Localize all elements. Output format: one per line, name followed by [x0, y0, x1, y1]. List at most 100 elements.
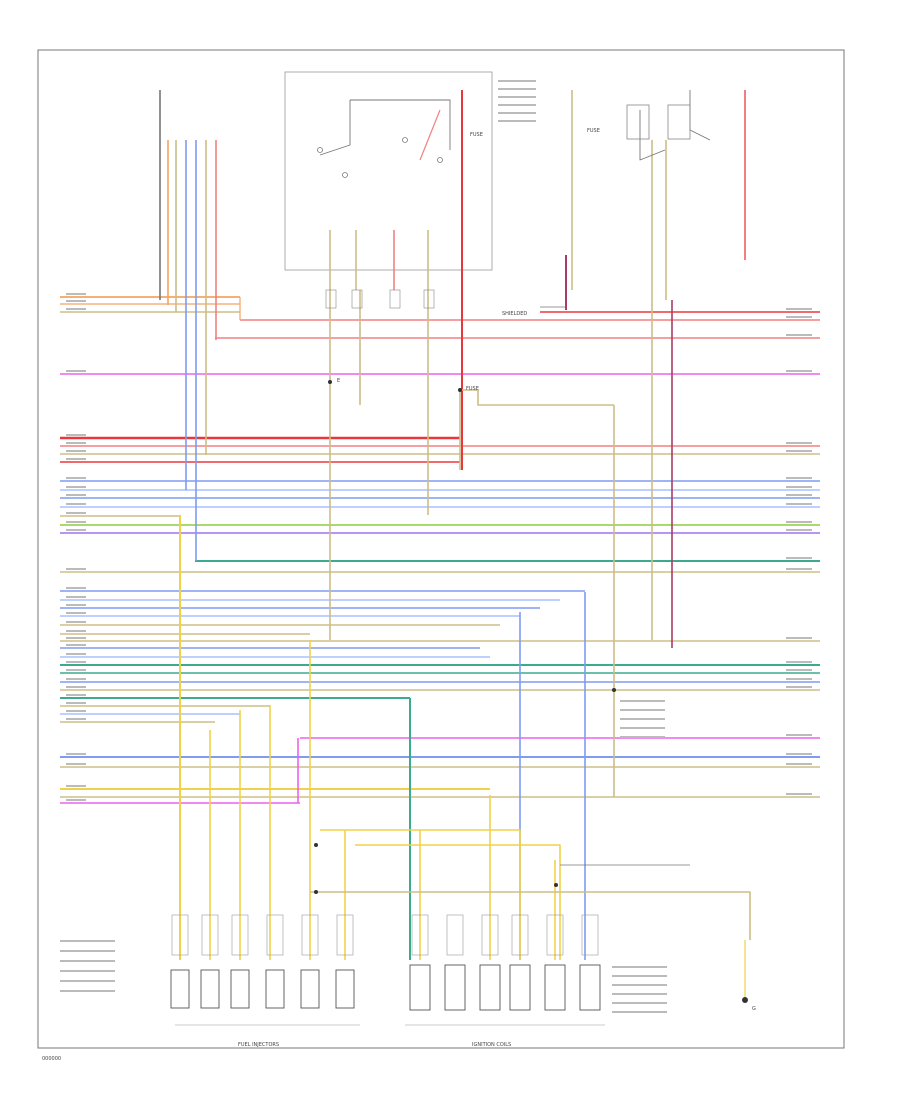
label-mark	[620, 718, 665, 720]
wire	[355, 844, 561, 960]
label-mark	[66, 694, 86, 696]
injector-connector	[301, 914, 319, 956]
label-mark	[612, 993, 667, 995]
label-mark	[786, 442, 812, 444]
label-mark	[66, 486, 86, 488]
label-mark	[786, 669, 812, 671]
connector-block	[325, 289, 337, 309]
label-mark	[786, 334, 812, 336]
label-mark	[620, 700, 665, 702]
label-mark	[66, 604, 86, 606]
label-mark	[66, 621, 86, 623]
fuse-label-a: FUSE	[470, 132, 483, 138]
label-mark	[66, 458, 86, 460]
label-mark	[620, 736, 665, 738]
label-mark	[498, 96, 536, 98]
splice-dot	[554, 883, 558, 887]
label-mark	[66, 669, 86, 671]
label-mark	[66, 370, 86, 372]
label-mark	[66, 653, 86, 655]
label-mark	[66, 300, 86, 302]
splice-dot	[612, 688, 616, 692]
splice-dot	[458, 388, 462, 392]
injector-connector	[171, 914, 189, 956]
label-mark	[786, 521, 812, 523]
power-distribution-box	[284, 71, 493, 271]
label-mark	[66, 799, 86, 801]
splice-dot	[314, 890, 318, 894]
wire	[319, 100, 351, 156]
label-mark	[66, 512, 86, 514]
connector-block	[351, 289, 363, 309]
label-mark	[66, 637, 86, 639]
label-mark	[66, 293, 86, 295]
label-mark	[66, 763, 86, 765]
switch-contact	[342, 172, 348, 178]
label-mark	[60, 970, 115, 972]
label-mark	[612, 1002, 667, 1004]
label-mark	[786, 753, 812, 755]
label-mark	[786, 450, 812, 452]
footer-code: 000000	[42, 1056, 61, 1062]
label-mark	[66, 477, 86, 479]
label-mark	[786, 557, 812, 559]
label-mark	[66, 678, 86, 680]
label-mark	[498, 112, 536, 114]
label-mark	[786, 486, 812, 488]
label-mark	[66, 710, 86, 712]
label-mark	[786, 316, 812, 318]
label-mark	[66, 503, 86, 505]
label-mark	[786, 494, 812, 496]
label-mark	[786, 568, 812, 570]
label-mark	[66, 753, 86, 755]
label-mark	[66, 702, 86, 704]
fuse-label-b: FUSE	[587, 128, 600, 134]
label-mark	[498, 104, 536, 106]
label-mark	[66, 785, 86, 787]
fuel-injector	[335, 969, 355, 1009]
label-mark	[66, 630, 86, 632]
label-mark	[786, 529, 812, 531]
splice-dot	[328, 380, 332, 384]
ignition-coil	[544, 964, 566, 1011]
wire	[320, 829, 521, 960]
label-mark	[66, 568, 86, 570]
label-mark	[66, 661, 86, 663]
ignition-coil	[579, 964, 601, 1011]
label-mark	[60, 960, 115, 962]
coil-connector	[581, 914, 599, 956]
fuel-injector	[230, 969, 250, 1009]
connector-block	[423, 289, 435, 309]
ignition-coil	[509, 964, 531, 1011]
label-mark	[612, 975, 667, 977]
fuel-injectors-label: FUEL INJECTORS	[238, 1042, 279, 1048]
injector-connector	[266, 914, 284, 956]
diagram-frame	[37, 49, 845, 1049]
injector-connector	[336, 914, 354, 956]
wire	[310, 891, 751, 940]
label-mark	[612, 966, 667, 968]
relay-box	[626, 104, 650, 140]
label-mark	[498, 120, 536, 122]
switch-contact	[437, 157, 443, 163]
ignition-coil	[444, 964, 466, 1011]
label-mark	[786, 763, 812, 765]
injector-connector	[201, 914, 219, 956]
label-mark	[66, 442, 86, 444]
relay-box	[667, 104, 691, 140]
junction-label-e: E	[337, 378, 340, 384]
label-mark	[66, 521, 86, 523]
label-mark	[786, 793, 812, 795]
label-mark	[786, 370, 812, 372]
label-mark	[60, 950, 115, 952]
fuel-injector	[265, 969, 285, 1009]
coil-connector	[546, 914, 564, 956]
wire-group	[60, 90, 820, 997]
label-mark	[60, 940, 115, 942]
component-group	[170, 104, 748, 1026]
label-mark	[786, 637, 812, 639]
coil-connector	[481, 914, 499, 956]
label-mark	[66, 494, 86, 496]
label-mark	[612, 1011, 667, 1013]
